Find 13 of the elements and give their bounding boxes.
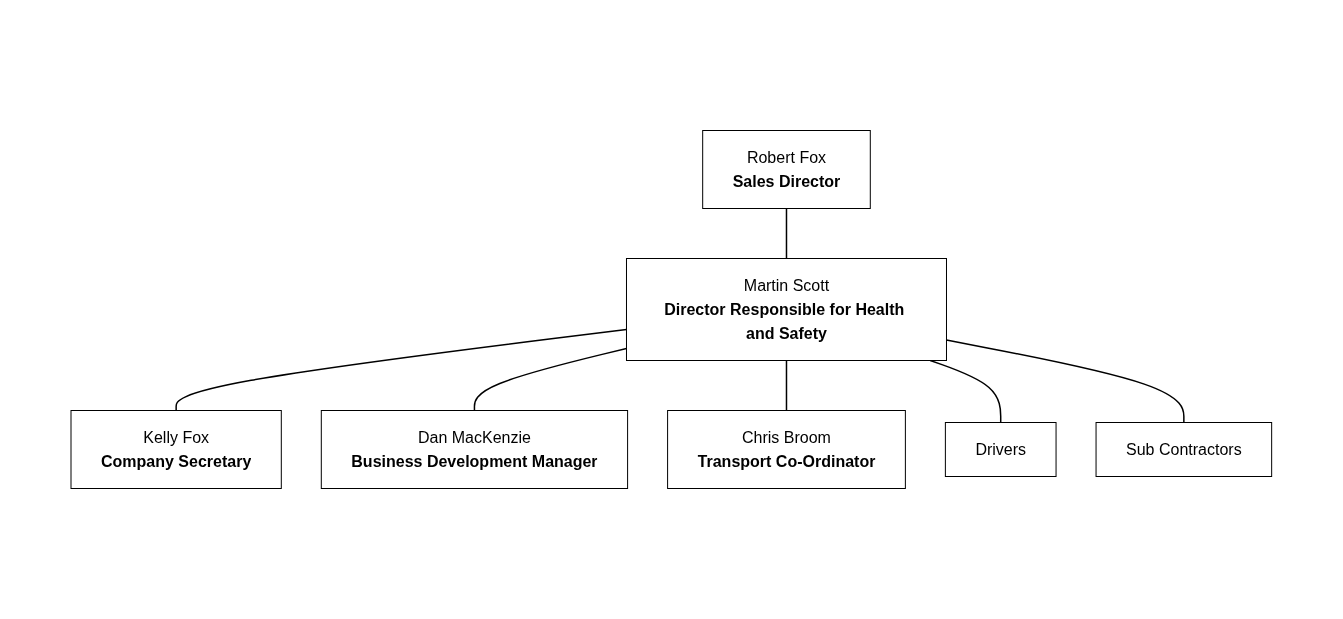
node-box: Chris Broom Transport Co-Ordinator (667, 410, 907, 489)
node-box: Martin Scott Director Responsible for Health and Safety (626, 258, 948, 361)
node-box: Kelly Fox Company Secretary (70, 410, 282, 489)
connector (175, 328, 628, 412)
connector (473, 347, 628, 412)
node-box: Robert Fox Sales Director (702, 130, 871, 209)
node-box: Sub Contractors (1095, 422, 1273, 477)
connector (929, 359, 1002, 424)
node-box: Dan MacKenzie Business Development Manager (320, 410, 629, 489)
connector (945, 339, 1185, 424)
connector (785, 207, 788, 260)
node-box: Drivers (945, 422, 1057, 477)
connector (785, 359, 788, 412)
